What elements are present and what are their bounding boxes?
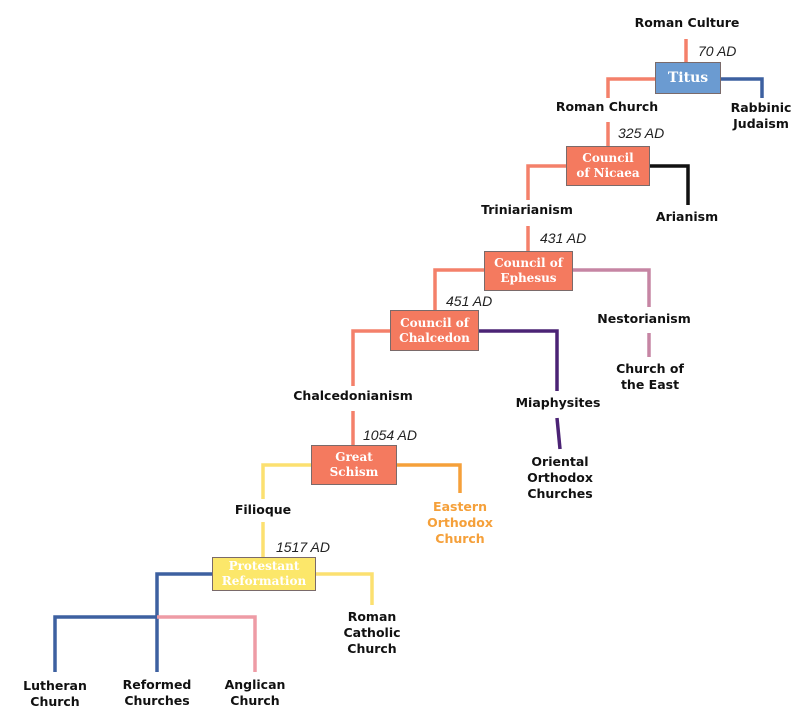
label-chalcedonianism: Chalcedonianism [293,388,413,403]
line-schism-to-filioque [261,463,311,499]
date-ephesus: 431 AD [540,230,587,246]
label-anglican-church: Anglican Church [224,677,286,708]
label-filioque: Filioque [234,502,292,517]
label-eastern-orthodox-church: Eastern Orthodox Church [427,499,493,546]
line-to-lutheran [53,615,157,672]
line-chalcedon-to-chalcedonianism [351,329,390,386]
label-nestorianism: Nestorianism [597,311,691,326]
date-chalcedon: 451 AD [446,293,493,309]
label-church-of-the-east: Church of the East [616,361,684,392]
line-nicaea-to-arianism [650,164,690,205]
label-oriental-orthodox-churches: Oriental Orthodox Churches [527,454,593,501]
line-nicaea-to-triniarianism [526,164,566,200]
label-roman-church: Roman Church [555,99,659,114]
label-miaphysites: Miaphysites [515,395,601,410]
line-titus-to-roman-church [606,77,655,98]
date-titus: 70 AD [698,43,737,59]
event-box-council-of-nicaea: Council of Nicaea [566,146,650,186]
label-arianism: Arianism [655,209,719,224]
label-roman-catholic-church: Roman Catholic Church [343,609,401,656]
label-lutheran-church: Lutheran Church [23,678,87,709]
label-rabbinic-judaism: Rabbinic Judaism [730,100,792,131]
date-schism: 1054 AD [363,427,417,443]
date-nicaea: 325 AD [618,125,665,141]
line-ephesus-to-chalcedon [433,268,484,310]
event-box-great-schism: Great Schism [311,445,397,485]
label-triniarianism: Triniarianism [481,202,573,217]
event-box-titus: Titus [655,62,721,94]
line-ephesus-to-nestorianism [573,268,651,307]
line-titus-to-rabbinic-judaism [721,77,764,98]
line-reformation-to-roman-catholic [316,572,374,605]
line-miaphysites-to-oriental-orthodox [555,417,562,450]
event-box-council-of-ephesus: Council of Ephesus [484,251,573,291]
line-reformation-to-protestant-branch [155,572,212,617]
date-reformation: 1517 AD [276,539,330,555]
event-box-council-of-chalcedon: Council of Chalcedon [390,310,479,351]
label-roman-culture: Roman Culture [634,15,740,30]
event-box-protestant-reformation: Protestant Reformation [212,557,316,591]
label-reformed-churches: Reformed Churches [122,677,192,708]
line-to-anglican [157,615,257,672]
line-schism-to-eastern-orthodox [397,463,462,493]
line-chalcedon-to-miaphysites [479,329,559,391]
